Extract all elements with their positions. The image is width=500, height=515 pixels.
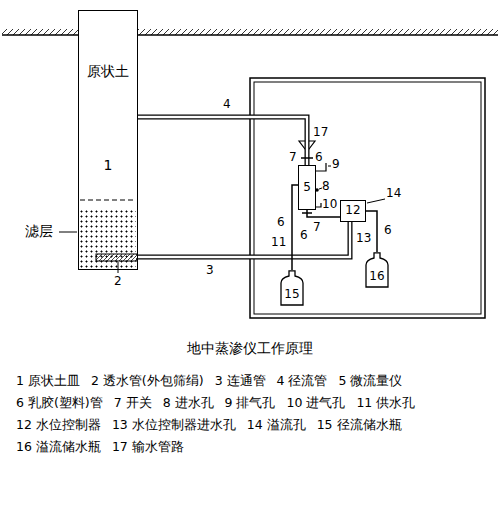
key-entry: 16 溢流储水瓶 bbox=[16, 436, 101, 458]
callout-number: 6 bbox=[299, 229, 309, 243]
air-inlet bbox=[316, 203, 321, 207]
callout-number: 7 bbox=[289, 151, 297, 165]
overflow-bottle: 16 bbox=[365, 252, 389, 288]
pipe-wall bbox=[138, 117, 307, 165]
pipe-bore bbox=[138, 117, 307, 165]
key-list: 1 原状土皿 2 透水管(外包筛绢) 3 连通管 4 径流管 5 微流量仪 6 乳胶(塑料… bbox=[16, 370, 488, 458]
callout-number: 16 bbox=[369, 270, 384, 284]
soil-column: 原状土 1 滤层 bbox=[78, 10, 138, 270]
ground-hatch bbox=[138, 29, 498, 35]
key-entry: 17 输水管路 bbox=[112, 436, 184, 458]
water-level-controller: 12 bbox=[340, 200, 366, 222]
filter-layer: 滤层 bbox=[79, 209, 136, 268]
switch bbox=[302, 212, 312, 214]
housing bbox=[250, 78, 485, 318]
key-entry: 4 径流管 bbox=[277, 370, 328, 392]
callout-number: 6 bbox=[276, 216, 286, 230]
callout-number: 10 bbox=[322, 198, 337, 212]
key-entry: 12 水位控制器 bbox=[16, 414, 101, 436]
callout-number: 6 bbox=[315, 151, 323, 165]
callout-number: 7 bbox=[313, 221, 321, 235]
callout-number: 14 bbox=[386, 187, 401, 201]
key-entry: 8 进水孔 bbox=[163, 392, 214, 414]
key-entry: 11 供水孔 bbox=[356, 392, 415, 414]
key-entry: 14 溢流孔 bbox=[247, 414, 306, 436]
callout-number: 17 bbox=[313, 126, 328, 140]
ground-line bbox=[2, 34, 78, 36]
ground-hatch bbox=[2, 29, 78, 35]
node-label: 滤层 bbox=[25, 223, 53, 239]
caption: 地中蒸渗仪工作原理 bbox=[0, 340, 500, 358]
callout-number: 4 bbox=[222, 98, 232, 112]
exhaust-tube bbox=[316, 163, 326, 171]
key-entry: 7 开关 bbox=[114, 392, 152, 414]
pipe bbox=[136, 222, 350, 257]
callout-number: 9 bbox=[332, 158, 340, 172]
callout-number: 12 bbox=[345, 204, 360, 218]
pipe-bore bbox=[136, 222, 350, 257]
callout-number: 6 bbox=[383, 224, 393, 238]
leader-line bbox=[328, 166, 331, 167]
key-entry: 1 原状土皿 bbox=[16, 370, 80, 392]
callout-number: 15 bbox=[284, 288, 299, 302]
pipe-wall bbox=[136, 222, 350, 257]
callout-number: 8 bbox=[322, 180, 330, 194]
runoff-bottle: 15 bbox=[280, 270, 304, 306]
key-entry: 10 进气孔 bbox=[287, 392, 346, 414]
key-entry: 9 排气孔 bbox=[225, 392, 276, 414]
switch bbox=[301, 157, 313, 159]
leader-line bbox=[367, 199, 385, 203]
pipe bbox=[138, 117, 307, 165]
callout-number: 3 bbox=[205, 264, 215, 278]
key-entry: 3 连通管 bbox=[215, 370, 266, 392]
key-entry: 5 微流量仪 bbox=[339, 370, 403, 392]
dashed-line bbox=[80, 200, 136, 201]
callout-number: 1 bbox=[104, 157, 113, 173]
leader-line bbox=[59, 232, 77, 233]
node-label: 原状土 bbox=[87, 63, 129, 79]
bottle-shape bbox=[281, 271, 303, 305]
callout-number: 5 bbox=[303, 181, 311, 195]
leader-line bbox=[319, 188, 322, 189]
ground-line bbox=[138, 34, 498, 36]
key-entry: 6 乳胶(塑料)管 bbox=[16, 392, 103, 414]
key-entry: 15 径流储水瓶 bbox=[317, 414, 402, 436]
callout-number: 2 bbox=[114, 275, 122, 289]
bottle-shape bbox=[366, 253, 388, 287]
callout-number: 11 bbox=[271, 236, 286, 250]
key-entry: 2 透水管(外包筛绢) bbox=[91, 370, 204, 392]
key-entry: 13 水位控制器进水孔 bbox=[112, 414, 236, 436]
micro-flowmeter: 5 bbox=[298, 165, 316, 210]
callout-number: 13 bbox=[356, 232, 371, 246]
